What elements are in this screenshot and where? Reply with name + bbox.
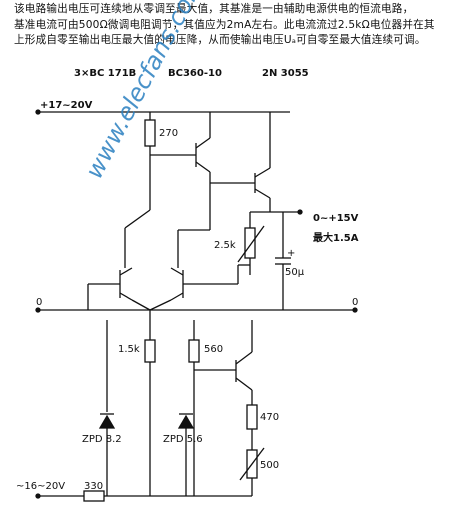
description-line-1: 该电路输出电压可连续地从零调至最大值，其基准是一由辅助电源供电的恒流电路， bbox=[14, 3, 414, 15]
part-q3: 2N 3055 bbox=[262, 68, 309, 79]
part-q1: 3×BC 171B bbox=[74, 68, 137, 79]
ground-right-label: 0 bbox=[352, 297, 359, 308]
cap-label: 50μ bbox=[285, 267, 305, 278]
description-text: 该电路输出电压可连续地从零调至最大值，其基准是一由辅助电源供电的恒流电路， 基准… bbox=[14, 2, 448, 49]
supply-in-label: +17~20V bbox=[40, 100, 93, 111]
r470-label: 470 bbox=[260, 412, 280, 423]
part-q2: BC360-10 bbox=[168, 68, 222, 79]
cap-plus-label: + bbox=[287, 248, 296, 259]
trim500-label: 500 bbox=[260, 460, 280, 471]
r560-label: 560 bbox=[204, 344, 224, 355]
aux-in-label: ~16~20V bbox=[16, 481, 66, 492]
zpd2-label: ZPD 5.6 bbox=[163, 434, 203, 445]
pot-label: 2.5k bbox=[214, 240, 236, 251]
output-max-label: 最大1.5A bbox=[313, 233, 359, 244]
r270-label: 270 bbox=[159, 128, 179, 139]
description-line-2: 基准电流可由500Ω微调电阻调节，其值应为2mA左右。此电流流过2.5kΩ电位器… bbox=[14, 18, 435, 31]
output-label: 0~+15V bbox=[313, 213, 359, 224]
ground-left-label: 0 bbox=[36, 297, 43, 308]
r330-label: 330 bbox=[84, 481, 104, 492]
r1k5-label: 1.5k bbox=[118, 344, 140, 355]
zpd1-label: ZPD 8.2 bbox=[82, 434, 122, 445]
description-line-3: 上形成自零至输出电压最大值的电压降，从而使输出电压Uₐ可自零至最大值连续可调。 bbox=[14, 34, 426, 46]
